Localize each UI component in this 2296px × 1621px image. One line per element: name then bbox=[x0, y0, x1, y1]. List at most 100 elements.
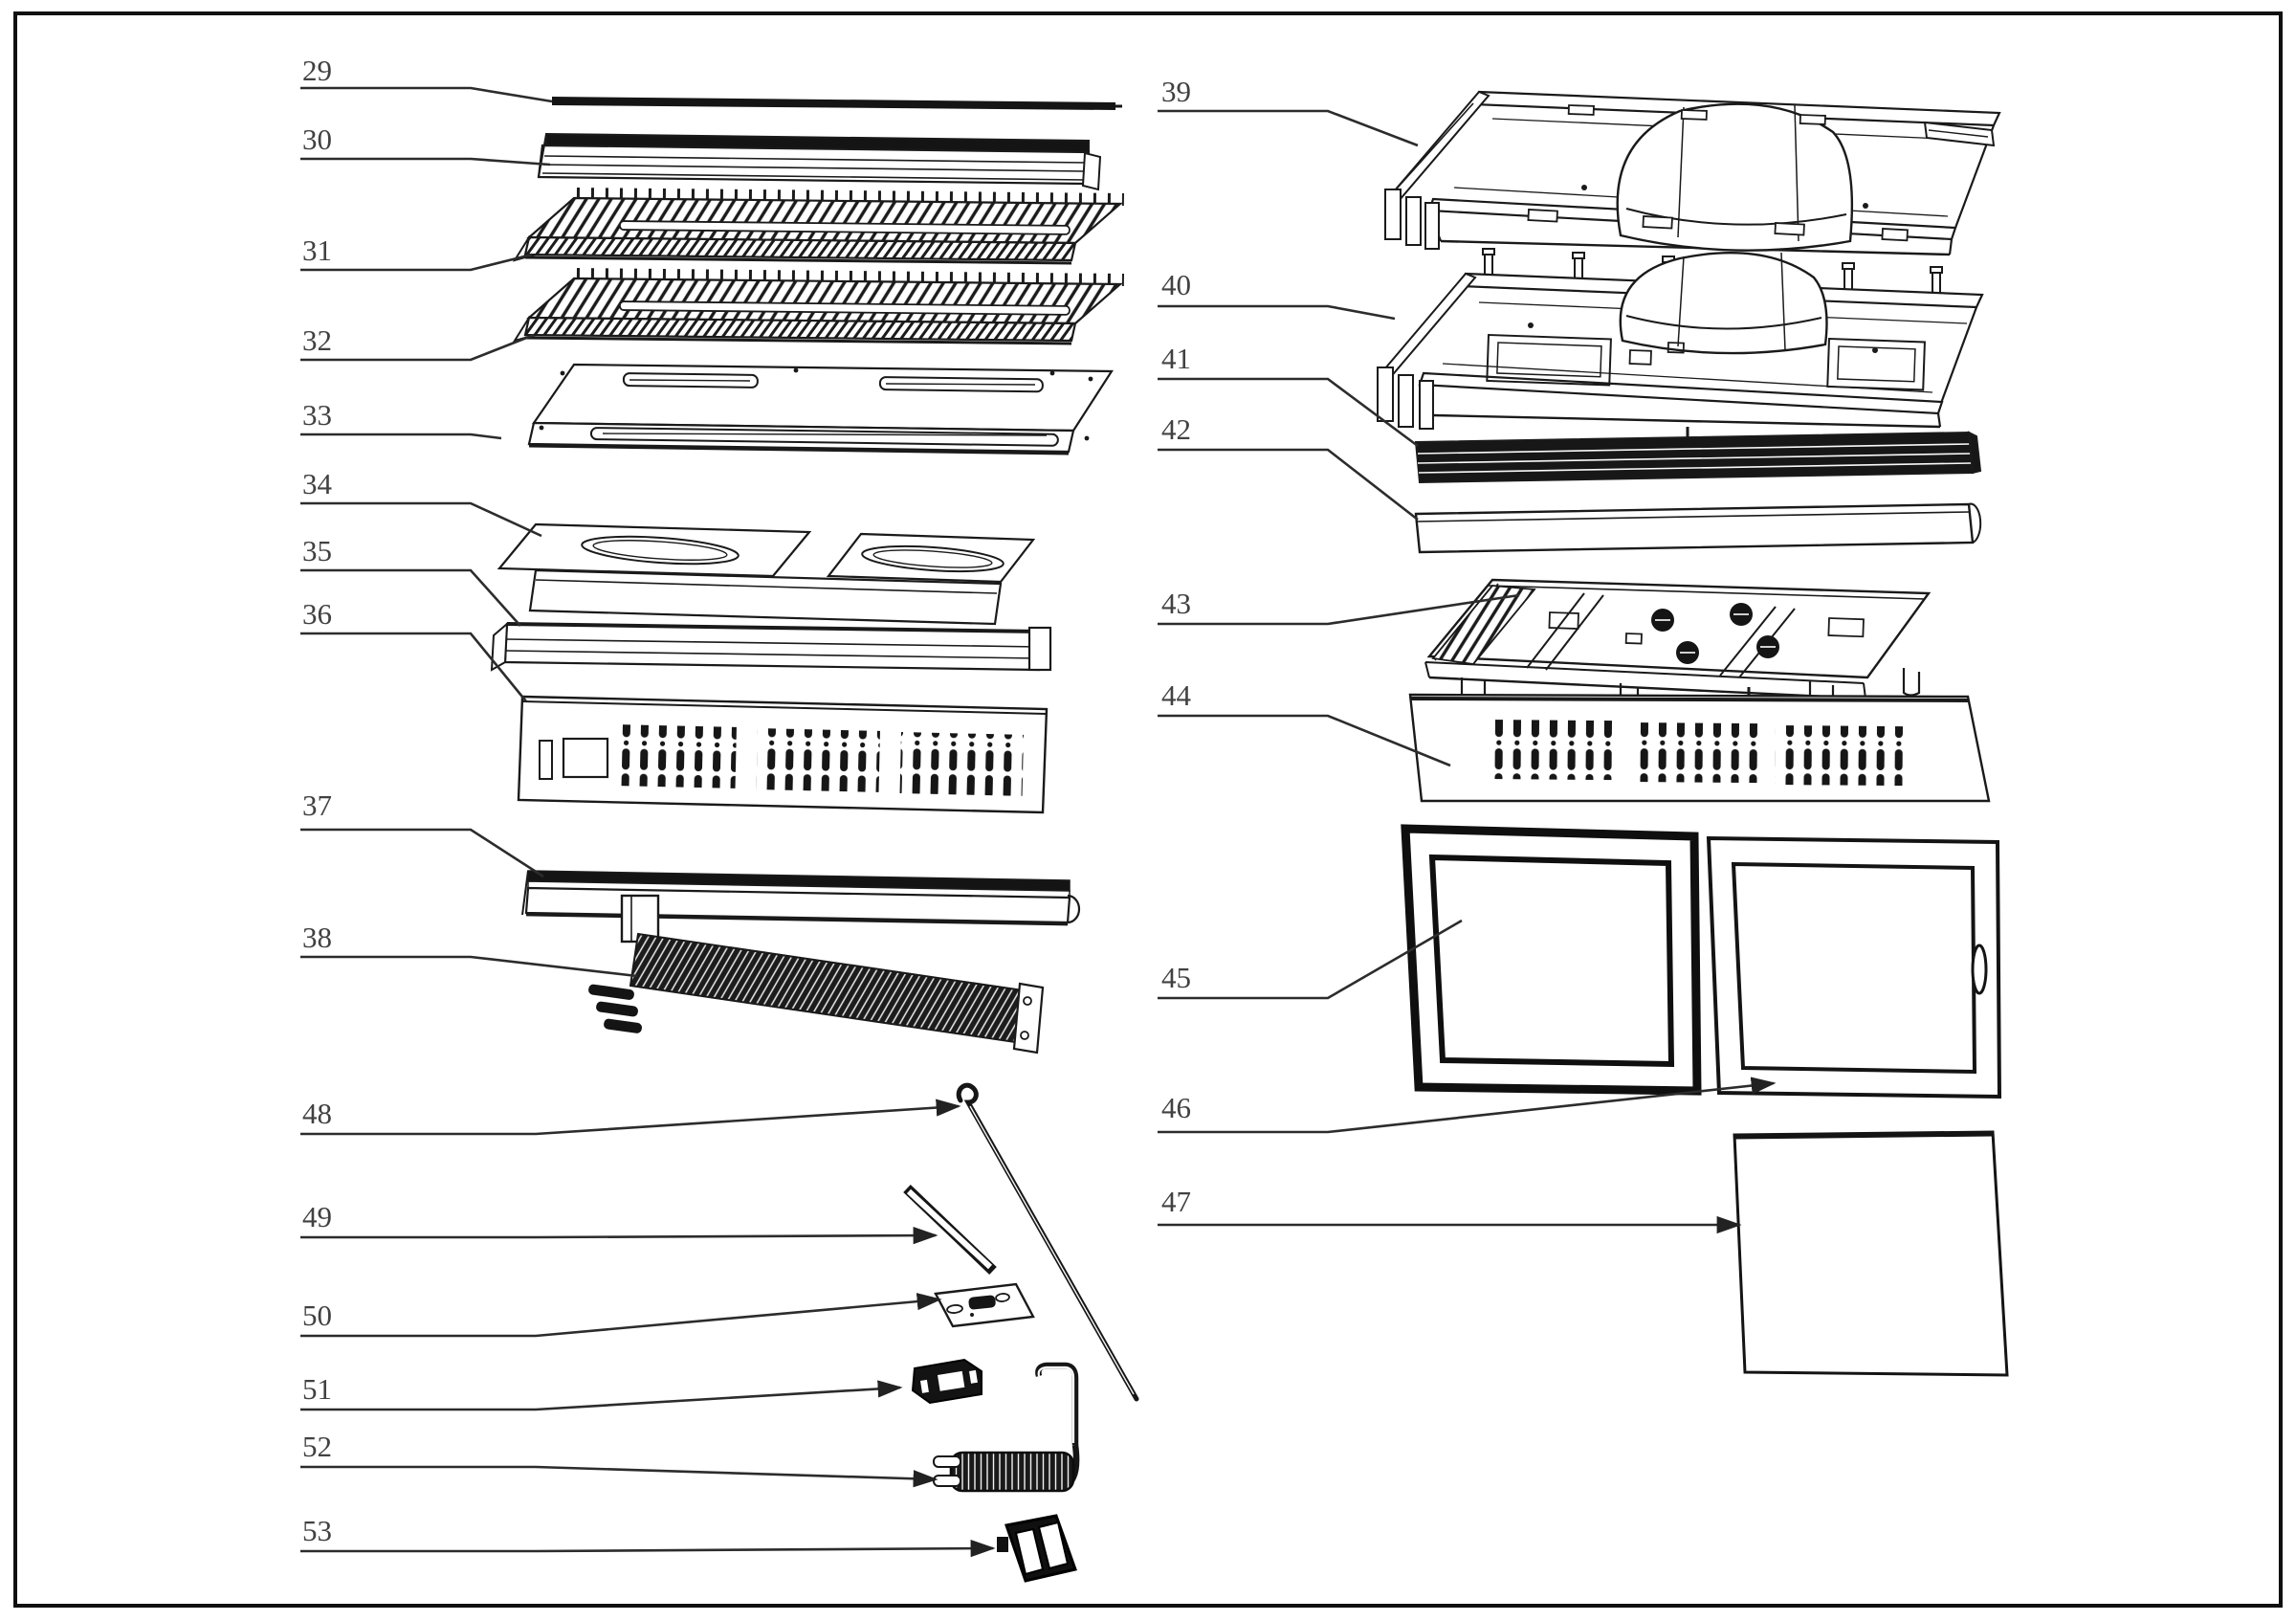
callout-leader-line bbox=[1158, 593, 1520, 626]
callout-number: 40 bbox=[1161, 268, 1191, 301]
callout-35: 35 bbox=[300, 534, 521, 627]
callout-leader-line bbox=[300, 1380, 903, 1411]
part-48-capillary-tube bbox=[956, 1082, 1139, 1402]
callout-leader-line bbox=[1158, 714, 1451, 767]
callout-number: 35 bbox=[302, 534, 332, 567]
callout-leader-line bbox=[1158, 1077, 1777, 1134]
callout-48: 48 bbox=[300, 1097, 961, 1136]
callout-leader-line bbox=[1158, 377, 1419, 448]
callout-32: 32 bbox=[300, 323, 535, 362]
callout-31: 31 bbox=[300, 233, 533, 272]
callout-number: 32 bbox=[302, 323, 332, 357]
callout-38: 38 bbox=[300, 921, 638, 978]
callout-leader-line bbox=[300, 157, 551, 167]
part-52-heater-tube bbox=[933, 1362, 1080, 1493]
callout-47: 47 bbox=[1158, 1185, 1742, 1234]
callout-leader-line bbox=[300, 955, 638, 978]
callout-number: 46 bbox=[1161, 1091, 1191, 1124]
callout-number: 29 bbox=[302, 54, 332, 87]
callout-leader-line bbox=[300, 1227, 938, 1245]
callout-53: 53 bbox=[300, 1514, 996, 1558]
callout-leader-line bbox=[300, 253, 533, 272]
part-41-profile-rail-dark bbox=[1414, 431, 1982, 484]
callout-45: 45 bbox=[1158, 919, 1463, 1000]
callout-42: 42 bbox=[1158, 412, 1419, 522]
part-34-fan-bracket bbox=[497, 522, 1036, 626]
part-50-mounting-plate bbox=[934, 1282, 1035, 1328]
callout-number: 43 bbox=[1161, 587, 1191, 620]
callout-number: 50 bbox=[302, 1299, 332, 1332]
callout-leader-line bbox=[300, 632, 528, 702]
part-38-evaporator-coil bbox=[588, 894, 1045, 1055]
callout-50: 50 bbox=[300, 1293, 942, 1338]
door-handle bbox=[1971, 944, 1988, 995]
callout-number: 37 bbox=[302, 788, 332, 822]
callout-number: 41 bbox=[1161, 342, 1191, 375]
part-35-profile-rail bbox=[490, 621, 1052, 672]
part-29-trim-bar bbox=[552, 97, 1122, 110]
callout-33: 33 bbox=[300, 398, 502, 440]
part-39-liner-tray bbox=[1384, 90, 2001, 256]
part-32-wire-shelf bbox=[512, 268, 1124, 345]
callout-30: 30 bbox=[300, 122, 551, 167]
callout-leader-line bbox=[1158, 448, 1419, 522]
callout-40: 40 bbox=[1158, 268, 1396, 321]
callout-number: 39 bbox=[1161, 75, 1191, 108]
callout-number: 52 bbox=[302, 1430, 332, 1463]
part-44-vented-panel bbox=[1408, 693, 1991, 803]
callout-leader-line bbox=[300, 1465, 938, 1488]
part-42-profile-rail bbox=[1414, 502, 1982, 554]
callout-number: 47 bbox=[1161, 1185, 1191, 1218]
part-40-base-tray bbox=[1377, 248, 1984, 456]
callout-number: 33 bbox=[302, 398, 332, 432]
part-49-small-tube bbox=[903, 1185, 997, 1275]
part-46-glass-door-right bbox=[1706, 835, 2002, 1099]
callout-leader-line bbox=[300, 828, 544, 878]
callout-number: 36 bbox=[302, 597, 332, 631]
part-51-relay-box bbox=[911, 1358, 982, 1405]
callout-41: 41 bbox=[1158, 342, 1419, 448]
part-31-wire-shelf bbox=[512, 188, 1124, 265]
callout-number: 53 bbox=[302, 1514, 332, 1547]
part-37-profile-rail bbox=[521, 870, 1081, 926]
callout-number: 42 bbox=[1161, 412, 1191, 446]
callout-36: 36 bbox=[300, 597, 528, 702]
callout-29: 29 bbox=[300, 54, 553, 103]
callout-number: 51 bbox=[302, 1372, 332, 1406]
callout-44: 44 bbox=[1158, 678, 1451, 767]
callout-number: 34 bbox=[302, 467, 333, 500]
callout-leader-line bbox=[300, 86, 553, 103]
sheet-border bbox=[13, 11, 2283, 1608]
callout-49: 49 bbox=[300, 1200, 938, 1245]
callout-46: 46 bbox=[1158, 1077, 1777, 1134]
callout-43: 43 bbox=[1158, 587, 1520, 626]
callout-number: 48 bbox=[302, 1097, 332, 1130]
callout-number: 38 bbox=[302, 921, 332, 954]
callout-leader-line bbox=[1158, 919, 1463, 1000]
callout-number: 45 bbox=[1161, 961, 1191, 994]
part-47-glass-panel bbox=[1733, 1130, 2009, 1377]
callout-51: 51 bbox=[300, 1372, 903, 1411]
callout-37: 37 bbox=[300, 788, 544, 878]
callout-leader-line bbox=[1158, 109, 1419, 147]
callout-39: 39 bbox=[1158, 75, 1419, 147]
part-30-profile-rail bbox=[537, 132, 1102, 191]
part-33-base-plate bbox=[527, 363, 1115, 455]
callout-leader-line bbox=[300, 433, 502, 440]
callout-leader-line bbox=[300, 1293, 942, 1338]
callout-number: 31 bbox=[302, 233, 332, 267]
part-45-glass-door-left bbox=[1401, 824, 1702, 1096]
callout-leader-line bbox=[300, 568, 521, 627]
callout-number: 49 bbox=[302, 1200, 332, 1233]
callout-leader-line bbox=[300, 333, 535, 362]
callout-leader-line bbox=[1158, 304, 1396, 321]
part-36-vented-panel bbox=[517, 695, 1049, 814]
callout-leader-line bbox=[300, 501, 542, 538]
callout-number: 30 bbox=[302, 122, 332, 156]
callout-34: 34 bbox=[300, 467, 542, 538]
callout-leader-line bbox=[300, 1540, 996, 1558]
part-53-rocker-switch bbox=[997, 1514, 1077, 1583]
callout-number: 44 bbox=[1161, 678, 1192, 712]
callout-leader-line bbox=[300, 1099, 961, 1136]
